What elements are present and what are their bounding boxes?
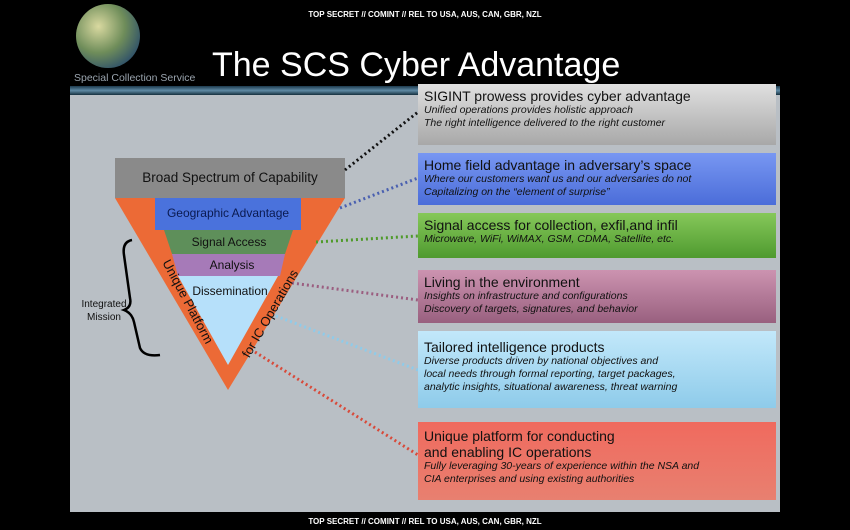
layer-dissemination: [178, 276, 278, 365]
layer-label: Signal Access: [191, 235, 267, 249]
logo-text: Special Collection Service: [74, 72, 196, 84]
layer-label: Geographic Advantage: [166, 206, 290, 220]
layer-analysis: [172, 254, 285, 276]
page-title: The SCS Cyber Advantage: [212, 46, 621, 84]
callout-signal-access: Signal access for collection, exfil,and …: [418, 213, 776, 258]
layer-label: Analysis: [209, 258, 255, 272]
layer-signal: [164, 230, 293, 254]
classification-footer: TOP SECRET // COMINT // REL TO USA, AUS,…: [308, 517, 542, 526]
layer-label: Dissemination: [192, 284, 268, 298]
bracket: [120, 238, 161, 357]
pyramid-top: [115, 158, 345, 198]
classification-header: TOP SECRET // COMINT // REL TO USA, AUS,…: [308, 10, 542, 19]
callout-home-field: Home field advantage in adversary’s spac…: [418, 153, 776, 205]
layer-geographic: [155, 198, 301, 230]
globe-logo-icon: [76, 4, 140, 68]
pyramid-top-label: Broad Spectrum of Capability: [142, 170, 318, 185]
